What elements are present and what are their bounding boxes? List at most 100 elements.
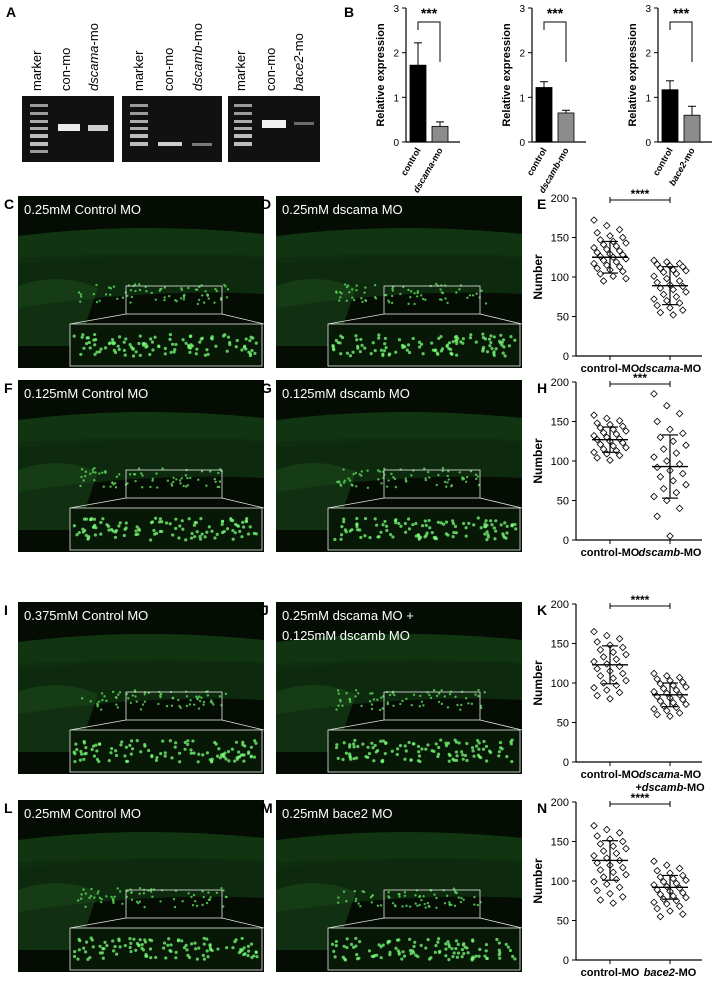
inset-cell (190, 531, 194, 536)
inset-cell (123, 943, 127, 948)
y-tick-label: 150 (551, 639, 569, 651)
inset-cell (485, 530, 489, 534)
data-point (650, 857, 658, 866)
fluorescent-cell (142, 892, 146, 895)
fluorescent-cell (130, 891, 133, 894)
zoom-line (327, 313, 385, 325)
fluorescent-cell (418, 894, 422, 898)
inset-cell (72, 524, 76, 528)
fluorescent-cell (337, 481, 340, 484)
data-point (596, 840, 605, 848)
fluorescent-cell (129, 289, 133, 292)
fluorescent-cell (181, 900, 184, 903)
data-point (663, 496, 671, 505)
fluorescent-cell (205, 484, 208, 487)
inset-cell (342, 741, 346, 745)
fluorescent-cell (378, 708, 382, 712)
data-point (619, 643, 627, 652)
inset-cell (474, 954, 478, 958)
fluorescent-cell (360, 470, 364, 473)
data-point (615, 247, 624, 255)
inset-cell (498, 956, 502, 960)
fluorescent-cell (185, 695, 189, 698)
inset-cell (437, 950, 442, 954)
fluorescent-cell (190, 895, 193, 899)
inset-cell (129, 949, 133, 954)
fluorescent-cell (161, 467, 164, 470)
inset-cell (162, 946, 166, 950)
fluorescent-cell (350, 288, 354, 291)
data-point (619, 893, 627, 901)
x-tick-label: dscamb-MO (639, 547, 702, 559)
data-point (603, 245, 611, 254)
inset-cell (137, 528, 142, 532)
inset-cell (81, 333, 85, 337)
fluorescent-cell (474, 477, 478, 481)
inset-cell (454, 531, 459, 535)
inset-cell (148, 538, 153, 542)
inset-cell (189, 751, 193, 755)
inset-cell (427, 957, 432, 961)
fluorescent-cell (152, 888, 156, 891)
fluorescent-cell (104, 470, 107, 473)
fluorescent-cell (421, 297, 425, 301)
inset-cell (72, 334, 76, 338)
inset-cell (485, 350, 490, 354)
fluorescent-cell (94, 471, 97, 474)
y-tick-label: 1 (393, 93, 399, 104)
fluorescent-cell (398, 895, 401, 898)
fluorescent-cell (138, 288, 142, 292)
inset-cell (177, 751, 182, 755)
inset-cell (489, 519, 493, 523)
inset-cell (460, 948, 464, 952)
inset-cell (439, 738, 443, 742)
inset-cell (404, 749, 408, 753)
fluorescent-cell (404, 477, 407, 480)
inset-cell (206, 352, 210, 356)
fluorescent-cell (354, 471, 358, 475)
inset-cell (198, 537, 203, 541)
inset-cell (183, 740, 187, 744)
inset-cell (225, 527, 230, 531)
inset-cell (419, 342, 424, 346)
data-point (663, 457, 671, 465)
fluorescent-cell (353, 890, 356, 893)
inset-cell (401, 345, 405, 350)
micrograph-m-caption: 0.25mM bace2 MO (282, 806, 393, 821)
inset-cell (403, 744, 407, 748)
inset-cell (418, 759, 422, 764)
fluorescent-cell (346, 284, 350, 287)
data-point (615, 225, 624, 234)
fluorescent-cell (91, 470, 95, 474)
inset-cell (461, 337, 465, 341)
inset-cell (119, 743, 123, 747)
inset-cell (189, 536, 194, 540)
inset-cell (208, 943, 212, 947)
fluorescent-cell (215, 891, 219, 894)
fluorescent-cell (483, 691, 486, 694)
x-tick-label: bace2-MO (644, 967, 697, 979)
fluorescent-cell (112, 285, 116, 288)
fluorescent-cell (438, 298, 442, 301)
inset-cell (453, 738, 457, 742)
data-point (659, 878, 668, 886)
inset-cell (452, 951, 456, 955)
data-point (663, 274, 671, 283)
data-point (650, 295, 658, 303)
fluorescent-cell (394, 485, 398, 489)
inset-cell (444, 520, 449, 524)
inset-cell (394, 518, 398, 522)
data-point (650, 898, 658, 907)
significance-label: **** (631, 791, 650, 805)
inset-cell (417, 754, 422, 758)
fluorescent-cell (205, 901, 209, 905)
inset-cell (424, 946, 428, 950)
fluorescent-cell (129, 701, 133, 705)
data-point (653, 512, 661, 521)
fluorescent-cell (95, 283, 98, 287)
inset-cell (172, 350, 176, 354)
inset-cell (140, 942, 144, 947)
data-point (653, 904, 661, 913)
